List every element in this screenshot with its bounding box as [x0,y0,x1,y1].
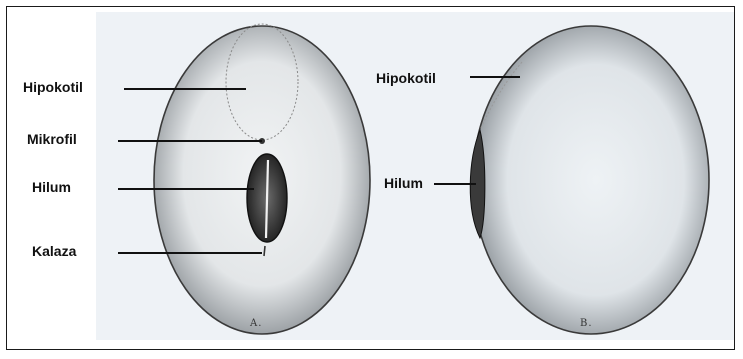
seed-b [470,26,709,334]
label-kalaza-a: Kalaza [30,243,78,259]
label-hipokotil-b: Hipokotil [374,70,438,86]
label-mikrofil-a: Mikrofil [25,131,79,147]
label-hilum-a: Hilum [30,179,73,195]
caption-seed-a: A. [250,318,262,329]
seed-a-chalaza [264,246,265,256]
seed-b-coat [473,26,709,334]
seed-a [154,24,370,334]
label-hilum-b: Hilum [382,175,425,191]
caption-seed-b: B. [580,318,593,329]
label-hipokotil-a: Hipokotil [21,79,85,95]
